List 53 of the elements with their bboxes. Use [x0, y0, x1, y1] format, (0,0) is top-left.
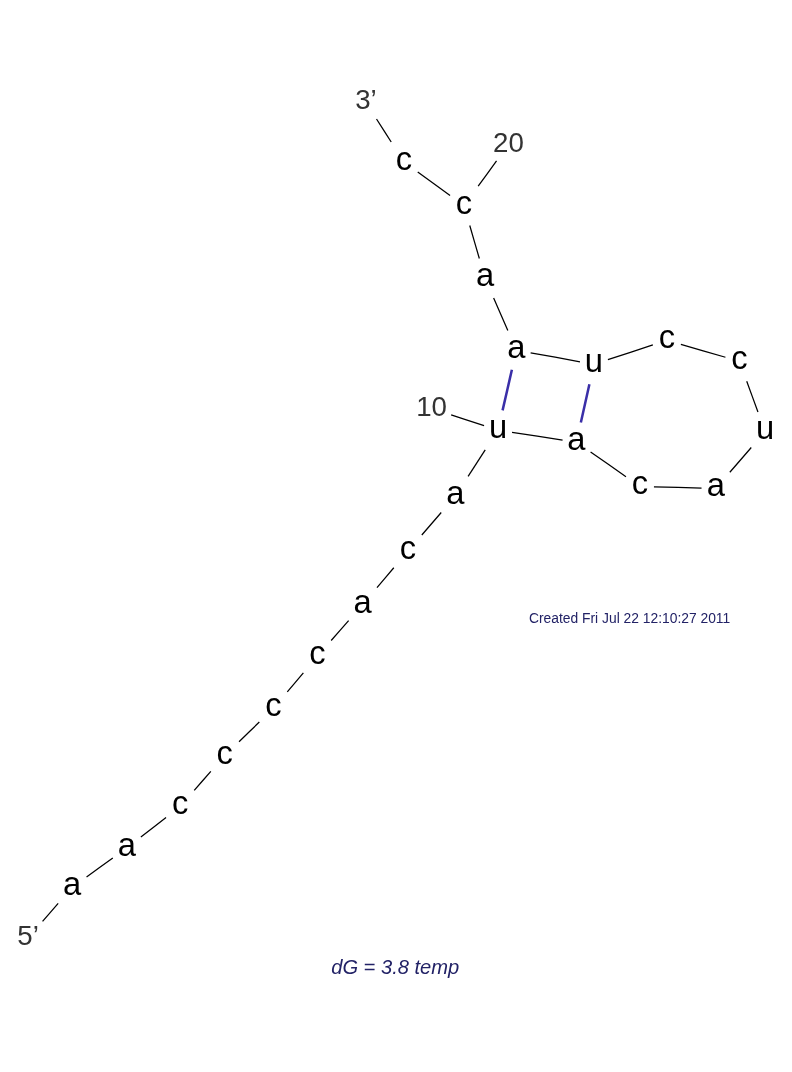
node-text: c: [171, 783, 189, 821]
node-text: c: [309, 633, 326, 671]
connector: [729, 446, 752, 473]
node-text: c: [395, 139, 413, 177]
node-text: c: [731, 338, 748, 376]
connector: [193, 770, 212, 791]
connector: [238, 720, 260, 742]
node-text: 10: [416, 390, 447, 422]
node-text: a: [706, 465, 725, 503]
node-text: c: [631, 463, 649, 501]
node-text: c: [265, 685, 282, 723]
connector: [467, 448, 486, 477]
node-text: c: [455, 183, 473, 221]
connector: [375, 117, 392, 143]
connector: [286, 671, 304, 693]
connector: [469, 224, 480, 259]
caption: dG = 3.8 temp: [331, 955, 460, 978]
node-text: c: [658, 317, 676, 355]
node-text: u: [584, 341, 603, 379]
connector: [653, 485, 703, 489]
connector: [493, 296, 509, 331]
node-text: a: [63, 864, 82, 902]
connector: [417, 170, 451, 196]
connector: [41, 902, 59, 922]
node-text: c: [399, 528, 417, 566]
connector: [680, 343, 727, 358]
connector: [501, 368, 514, 411]
node-text: u: [756, 408, 775, 446]
node-text: a: [507, 327, 526, 365]
node-text: a: [353, 582, 372, 620]
connector: [376, 566, 395, 588]
connector: [607, 343, 654, 360]
connector: [140, 816, 167, 838]
node-text: a: [117, 825, 136, 863]
label: Created Fri Jul 22 12:10:27 2011: [529, 609, 731, 626]
node-text: a: [446, 473, 465, 511]
node-text: 20: [493, 126, 524, 158]
connector: [589, 450, 627, 477]
connector: [330, 619, 350, 641]
node-text: a: [475, 255, 495, 293]
node-text: c: [216, 733, 233, 770]
connector: [746, 380, 759, 413]
connector: [530, 351, 581, 362]
node-text: a: [567, 419, 586, 457]
connector: [511, 431, 564, 441]
connector: [477, 159, 498, 187]
connector: [450, 413, 485, 426]
node-text: 3’: [355, 83, 377, 115]
connector: [421, 511, 442, 536]
connector: [85, 856, 114, 877]
node-text: u: [488, 407, 508, 445]
node-text: 5’: [17, 919, 39, 951]
connector: [579, 383, 591, 423]
